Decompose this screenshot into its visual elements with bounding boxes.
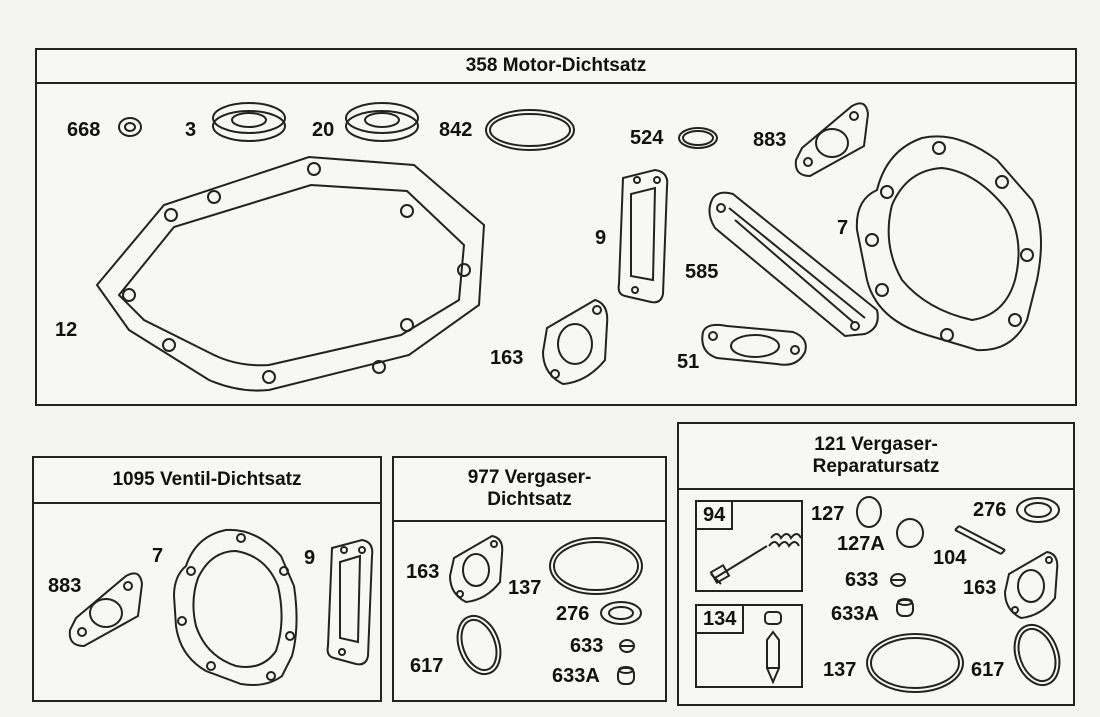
cup-seal-part (896, 598, 914, 617)
part-label: 163 (490, 347, 524, 369)
cylinder-head-gasket-part (172, 528, 298, 686)
o-ring-part (1013, 623, 1061, 687)
cup-seal-part (617, 666, 635, 685)
part-label: 633 (570, 635, 604, 657)
part-label: 12 (55, 319, 78, 341)
part-label: 883 (48, 575, 82, 597)
part-label: 163 (406, 561, 440, 583)
small-seal-part (890, 573, 906, 587)
part-label: 20 (312, 119, 335, 141)
panel-title: 358 Motor-Dichtsatz (37, 50, 1075, 84)
part-label: 276 (973, 499, 1007, 521)
part-label: 633A (552, 665, 600, 687)
part-label: 617 (971, 659, 1005, 681)
plug-part (856, 496, 882, 528)
panel-vergaser-dichtsatz: 977 Vergaser- Dichtsatz 163 137 276 617 … (392, 456, 667, 702)
part-label: 137 (823, 659, 857, 681)
part-label: 617 (410, 655, 444, 677)
part-label: 668 (67, 119, 101, 141)
o-ring-part (485, 109, 575, 151)
crankcase-gasket-part (95, 155, 486, 392)
subkit-94: 94 (695, 500, 803, 592)
part-label: 883 (753, 129, 787, 151)
part-label: 127A (837, 533, 885, 555)
exhaust-gasket-part (701, 323, 807, 366)
washer-part (1016, 497, 1060, 523)
inlet-needle-part (764, 611, 782, 685)
part-label: 127 (811, 503, 845, 525)
part-label: 104 (933, 547, 967, 569)
oil-seal-part (212, 102, 286, 142)
part-label: 3 (185, 119, 197, 141)
needle-spring-part (709, 533, 802, 585)
small-seal-part (619, 639, 635, 653)
panel-vergaser-reparatursatz: 121 Vergaser- Reparatursatz 94 134 127 2… (677, 422, 1075, 706)
subkit-number: 94 (697, 502, 734, 530)
subkit-number: 134 (697, 606, 745, 634)
oil-seal-part (345, 102, 419, 142)
part-label: 163 (963, 577, 997, 599)
subkit-134: 134 (695, 604, 803, 688)
part-label: 51 (677, 351, 700, 373)
panel-motor-dichtsatz: 358 Motor-Dichtsatz 668 3 20 842 524 883… (35, 48, 1077, 406)
cover-gasket-part (326, 538, 374, 666)
o-ring-part (866, 633, 964, 693)
part-label: 842 (439, 119, 473, 141)
o-ring-part (456, 614, 502, 676)
part-label: 633A (831, 603, 879, 625)
part-label: 7 (152, 545, 164, 567)
panel-ventil-dichtsatz: 1095 Ventil-Dichtsatz 883 7 9 (32, 456, 382, 702)
carburetor-gasket-part (541, 298, 609, 386)
washer-part (600, 601, 642, 625)
part-label: 7 (837, 217, 849, 239)
part-label: 9 (304, 547, 316, 569)
part-label: 585 (685, 261, 719, 283)
pin-part (954, 525, 1006, 555)
carburetor-gasket-part (448, 534, 504, 604)
panel-title: 977 Vergaser- Dichtsatz (394, 458, 665, 522)
manifold-gasket-part (708, 191, 879, 338)
panel-title: 1095 Ventil-Dichtsatz (34, 458, 380, 504)
part-label: 633 (845, 569, 879, 591)
part-label: 9 (595, 227, 607, 249)
plug-part (896, 518, 924, 548)
o-ring-part (549, 537, 643, 595)
panel-title: 121 Vergaser- Reparatursatz (679, 424, 1073, 490)
carburetor-gasket-part (1003, 550, 1059, 620)
cover-gasket-part (617, 168, 669, 304)
cylinder-head-gasket-part (855, 135, 1042, 352)
flange-gasket-part (794, 102, 870, 178)
flange-gasket-part (68, 572, 144, 648)
part-label: 276 (556, 603, 590, 625)
part-label: 137 (508, 577, 542, 599)
o-ring-part (678, 127, 718, 149)
seal-ring-part (118, 117, 142, 137)
part-label: 524 (630, 127, 664, 149)
